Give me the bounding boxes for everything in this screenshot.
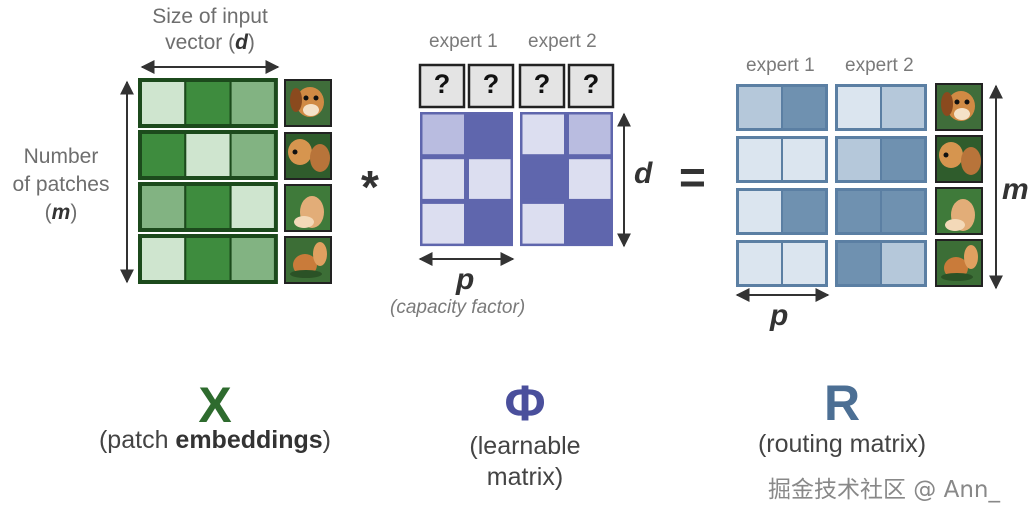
phi-e2-cell-r2c1 <box>522 159 564 199</box>
x-caption: (patch embeddings) <box>98 426 331 454</box>
r-m-label: m <box>1002 173 1029 206</box>
x-row-1 <box>138 78 278 128</box>
r-e2-cell-r3c1 <box>838 191 880 232</box>
unknown-box-3 <box>518 63 566 109</box>
unknown-box-1 <box>418 63 466 109</box>
x-row1-cell2 <box>184 79 232 127</box>
phi-e2-cell-r1c2 <box>569 114 611 155</box>
phi-e1-cell-r3c2 <box>469 203 511 244</box>
x-width-label-line2: vector (d) <box>165 31 255 54</box>
x-row1-cell1 <box>139 79 187 127</box>
phi-e1-cell-r2c1 <box>422 159 464 199</box>
unknown-mark-3: ? <box>533 69 551 99</box>
x-row3-cell1 <box>139 183 187 231</box>
r-e2-cell-r3c2 <box>882 191 924 232</box>
patch-thumbnail-1 <box>284 79 332 127</box>
equals-operator: = <box>679 151 706 203</box>
r-e1-cell-r4c1 <box>739 243 781 284</box>
unknown-box-4 <box>567 63 615 109</box>
x-symbol: X <box>198 377 232 433</box>
x-height-label-line2: of patches <box>12 173 110 196</box>
phi-expert2-label: expert 2 <box>528 31 597 52</box>
r-e2-cell-r1c1 <box>838 87 880 128</box>
r-e1-cell-r3c1 <box>739 191 781 232</box>
patch-thumbnail-4 <box>284 236 332 284</box>
r-symbol: R <box>823 375 861 431</box>
phi-d-label: d <box>634 157 653 190</box>
x-patch-thumbnails <box>284 79 332 284</box>
r-e1-cell-r4c2 <box>783 243 825 284</box>
r-patch-thumbnail-3 <box>935 187 983 235</box>
phi-expert1-label: expert 1 <box>429 31 498 52</box>
x-row3-cell3 <box>229 183 277 231</box>
unknown-mark-2: ? <box>482 69 500 99</box>
r-e2-cell-r2c1 <box>838 139 880 180</box>
x-height-label-line1: Number <box>23 145 99 168</box>
phi-expert1-matrix <box>420 112 513 247</box>
r-patch-thumbnail-1 <box>935 83 983 131</box>
r-expert2-matrix <box>835 84 927 287</box>
r-patch-thumbnail-2 <box>935 135 983 183</box>
x-row3-cell2 <box>184 183 232 231</box>
phi-capacity-label: (capacity factor) <box>390 297 526 318</box>
phi-caption-line1: (learnable <box>469 432 581 460</box>
x-height-label: Number of patches (m) <box>2 143 120 227</box>
r-patch-thumbnail-4 <box>935 239 983 287</box>
x-row2-cell1 <box>139 131 187 179</box>
x-row-2 <box>138 130 278 180</box>
unknown-mark-4: ? <box>582 69 600 99</box>
r-e1-cell-r2c2 <box>783 139 825 180</box>
phi-e2-cell-r2c2 <box>569 159 611 199</box>
r-e1-cell-r1c1 <box>739 87 781 128</box>
x-row4-cell2 <box>184 235 232 283</box>
multiply-operator: * <box>361 161 379 213</box>
r-p-label: p <box>770 299 789 332</box>
r-e2-cell-r4c1 <box>838 243 880 284</box>
x-row-4 <box>138 234 278 284</box>
phi-e1-cell-r3c1 <box>422 203 464 244</box>
r-caption: (routing matrix) <box>757 430 927 458</box>
phi-expert2-matrix <box>520 112 613 247</box>
x-height-label-line3: (m) <box>44 201 78 224</box>
x-row1-cell3 <box>229 79 277 127</box>
phi-caption: (learnable matrix) <box>440 431 610 493</box>
x-width-label: Size of input vector (d) <box>140 4 280 56</box>
x-row4-cell3 <box>229 235 277 283</box>
x-matrix <box>138 78 278 284</box>
r-e1-cell-r1c2 <box>783 87 825 128</box>
unknown-mark-1: ? <box>433 69 451 99</box>
watermark: 掘金技术社区 @ Ann_ <box>768 477 1001 503</box>
phi-e1-cell-r1c1 <box>422 114 464 155</box>
phi-e2-cell-r3c1 <box>522 203 564 244</box>
phi-caption-line2: matrix) <box>486 463 564 491</box>
r-patch-thumbnails <box>935 83 983 287</box>
r-e1-cell-r2c1 <box>739 139 781 180</box>
phi-e1-cell-r1c2 <box>469 114 511 155</box>
x-row2-cell3 <box>229 131 277 179</box>
r-expert1-matrix <box>736 84 828 287</box>
x-row-3 <box>138 182 278 232</box>
r-e2-cell-r1c2 <box>882 87 924 128</box>
phi-e1-cell-r2c2 <box>469 159 511 199</box>
phi-e2-cell-r1c1 <box>522 114 564 155</box>
x-width-label-line1: Size of input <box>152 5 268 28</box>
phi-unknown-boxes <box>418 63 615 109</box>
r-e2-cell-r2c2 <box>882 139 924 180</box>
phi-e2-cell-r3c2 <box>569 203 611 244</box>
unknown-box-2 <box>467 63 515 109</box>
phi-p-label: p <box>456 263 475 296</box>
phi-symbol: Φ <box>504 375 546 431</box>
patch-thumbnail-3 <box>284 184 332 232</box>
r-expert1-label: expert 1 <box>746 55 815 76</box>
x-row4-cell1 <box>139 235 187 283</box>
r-e2-cell-r4c2 <box>882 243 924 284</box>
r-e1-cell-r3c2 <box>783 191 825 232</box>
patch-thumbnail-2 <box>284 132 332 180</box>
x-row2-cell2 <box>184 131 232 179</box>
r-expert2-label: expert 2 <box>845 55 914 76</box>
